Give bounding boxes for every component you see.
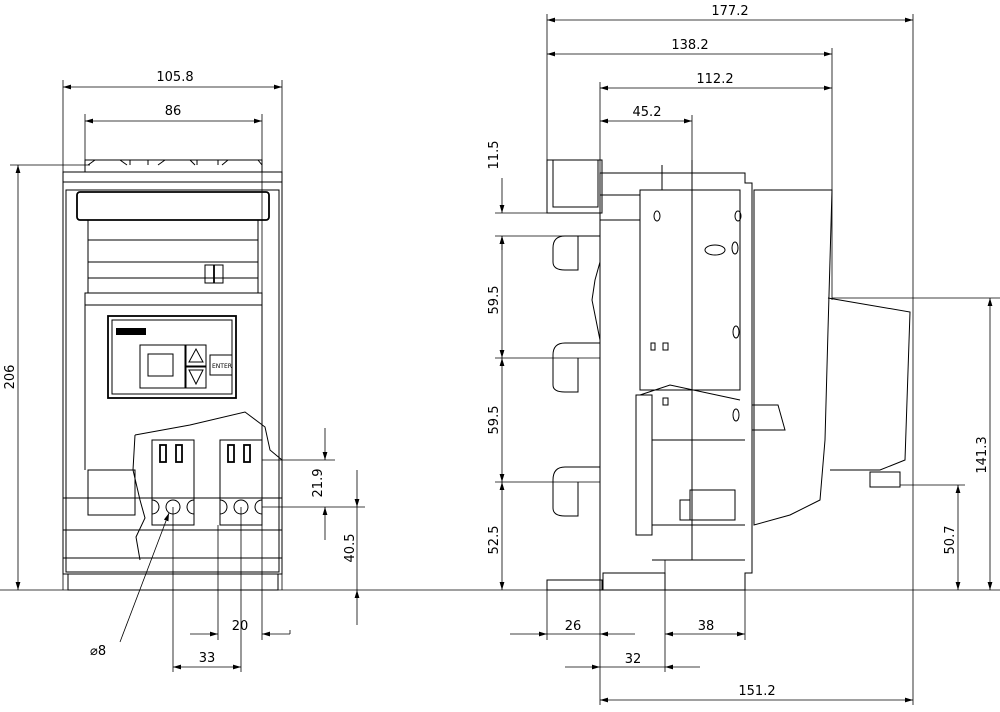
dim-width-overall: 105.8 bbox=[156, 70, 193, 85]
dim-pitch-upper: 59.5 bbox=[487, 286, 502, 315]
dim-top-offset: 11.5 bbox=[487, 141, 502, 170]
up-button[interactable] bbox=[185, 344, 207, 367]
brand-logo bbox=[116, 328, 146, 335]
dim-depth-138: 138.2 bbox=[671, 38, 708, 53]
dim-depth-151: 151.2 bbox=[738, 684, 775, 699]
dim-depth-112: 112.2 bbox=[696, 72, 733, 87]
dim-pole-pitch: 33 bbox=[199, 651, 216, 666]
dim-rear-26: 26 bbox=[565, 619, 582, 634]
svg-text:ENTER: ENTER bbox=[212, 363, 232, 370]
side-view: 177.2 138.2 112.2 45.2 11.5 59.5 59.5 52… bbox=[487, 4, 1000, 705]
dim-terminal-offset: 40.5 bbox=[343, 534, 358, 563]
dim-width-inner: 86 bbox=[165, 104, 182, 119]
rear-connectors bbox=[552, 235, 601, 517]
dim-pitch-lower: 59.5 bbox=[487, 406, 502, 435]
dim-handle-height: 141.3 bbox=[975, 436, 990, 473]
up-arrow-icon bbox=[188, 347, 204, 363]
dim-height-overall: 206 bbox=[3, 365, 18, 390]
dim-terminal-height: 21.9 bbox=[311, 469, 326, 498]
front-cover bbox=[753, 189, 833, 526]
down-button[interactable] bbox=[185, 366, 207, 389]
dim-lower-height: 50.7 bbox=[943, 526, 958, 555]
dim-mid-38: 38 bbox=[698, 619, 715, 634]
control-panel: ENTER bbox=[107, 315, 237, 399]
dim-mid-32: 32 bbox=[625, 652, 642, 667]
dim-hole-diameter: ⌀8 bbox=[90, 644, 106, 659]
dim-depth-overall: 177.2 bbox=[711, 4, 748, 19]
down-arrow-icon bbox=[188, 369, 204, 386]
front-view: ENTER 105.8 86 206 21.9 40.5 bbox=[3, 70, 365, 672]
dim-terminal-width: 20 bbox=[232, 619, 249, 634]
dim-bottom-offset: 52.5 bbox=[487, 526, 502, 555]
handle bbox=[827, 297, 911, 471]
dim-depth-45: 45.2 bbox=[633, 105, 662, 120]
display bbox=[139, 344, 186, 389]
enter-button[interactable] bbox=[209, 354, 233, 376]
